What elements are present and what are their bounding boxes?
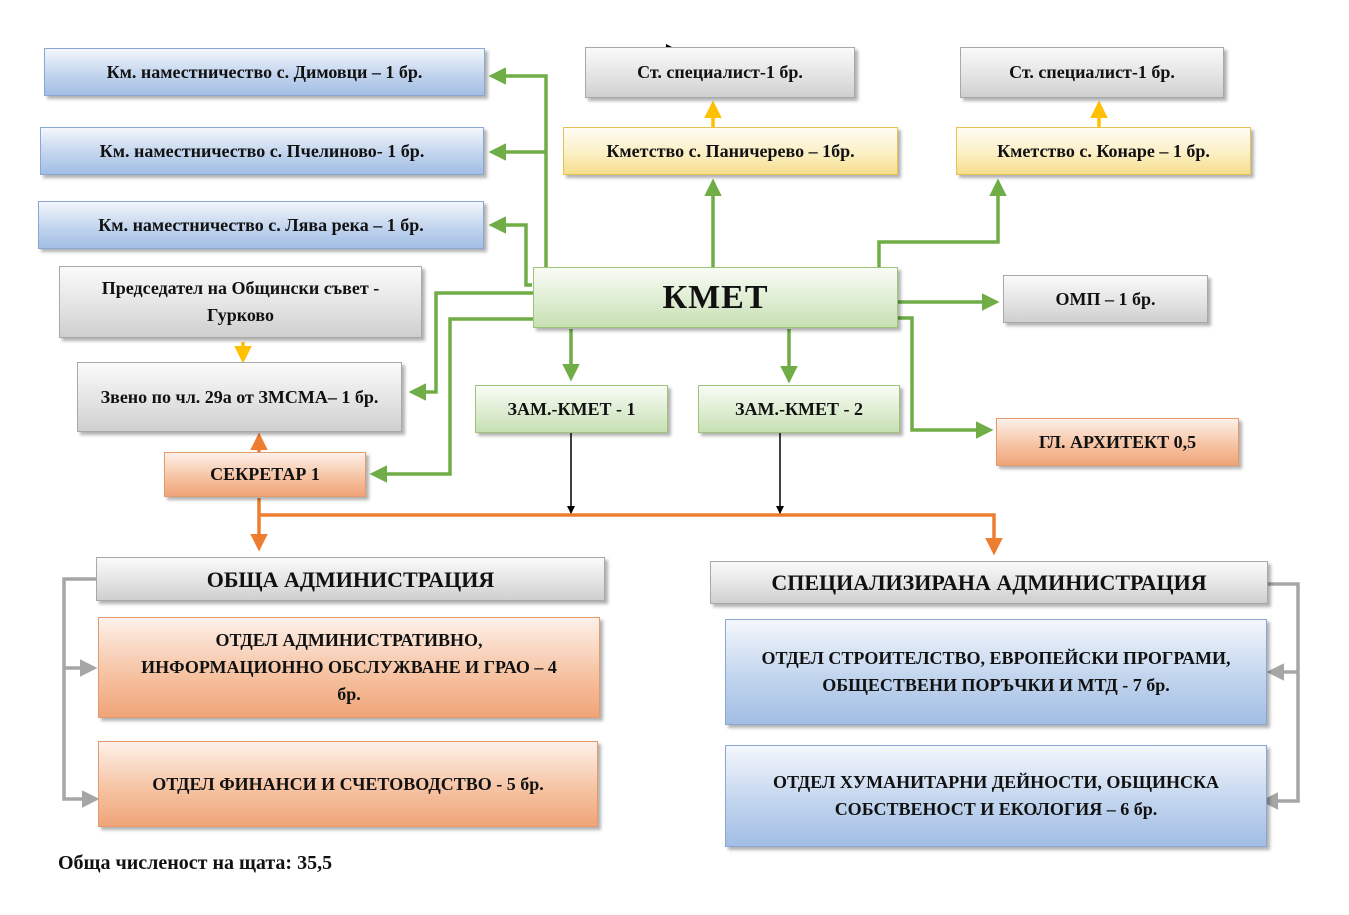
bracket-general-admin	[62, 577, 100, 808]
secretary-label: СЕКРЕТАР 1	[210, 464, 320, 484]
line-kmet-to-lyava-reka	[488, 216, 532, 287]
dept-finance: ОТДЕЛ ФИНАНСИ И СЧЕТОВОДСТВО - 5 бр.	[98, 741, 598, 827]
dept-humanitarian: ОТДЕЛ ХУМАНИТАРНИ ДЕЙНОСТИ, ОБЩИНСКА СОБ…	[725, 745, 1267, 847]
zveno-label: Звено по чл. 29а от ЗМСМА– 1 бр.	[100, 386, 379, 407]
deputy-mayor-2: ЗАМ.-КМЕТ - 2	[698, 385, 900, 433]
deputy-pchelinovo-label: Км. наместничество с. Пчелиново- 1 бр.	[99, 140, 425, 161]
architect-box: ГЛ. АРХИТЕКТ 0,5	[996, 418, 1239, 466]
chairman-box: Председател на Общински съвет - Гурково	[59, 266, 422, 338]
general-admin-title-label: ОБЩА АДМИНИСТРАЦИЯ	[206, 566, 495, 592]
dept-humanitarian-label: ОТДЕЛ ХУМАНИТАРНИ ДЕЙНОСТИ, ОБЩИНСКА СОБ…	[772, 772, 1220, 819]
total-staff: Обща численост на щата: 35,5	[58, 852, 333, 874]
chairman-label: Председател на Общински съвет - Гурково	[101, 278, 380, 325]
specialist-konare: Ст. специалист-1 бр.	[960, 47, 1224, 98]
deputy-lyava-reka: Км. наместничество с. Лява река – 1 бр.	[38, 201, 484, 249]
mayor-box: КМЕТ	[533, 267, 898, 328]
mayoralty-konare-label: Кметство с. Конаре – 1 бр.	[997, 140, 1210, 161]
omp-label: ОМП – 1 бр.	[1055, 288, 1156, 309]
bracket-specialized-admin	[1260, 582, 1300, 810]
line-kmet-to-konare	[877, 178, 1007, 267]
specialized-admin-title: СПЕЦИАЛИЗИРАНА АДМИНИСТРАЦИЯ	[710, 561, 1268, 604]
dept-administrative: ОТДЕЛ АДМИНИСТРАТИВНО, ИНФОРМАЦИОННО ОБС…	[98, 617, 600, 718]
deputy-pchelinovo: Км. наместничество с. Пчелиново- 1 бр.	[40, 127, 484, 175]
architect-label: ГЛ. АРХИТЕКТ 0,5	[1038, 431, 1197, 452]
specialized-admin-title-label: СПЕЦИАЛИЗИРАНА АДМИНИСТРАЦИЯ	[771, 570, 1207, 595]
deputy-dimovtsi-label: Км. наместничество с. Димовци – 1 бр.	[106, 61, 423, 82]
deputy-mayor-2-label: ЗАМ.-КМЕТ - 2	[734, 398, 864, 419]
line-kmet-to-architect	[898, 316, 994, 439]
line-kmet-to-secretary	[369, 317, 533, 483]
dept-construction-label: ОТДЕЛ СТРОИТЕЛСТВО, ЕВРОПЕЙСКИ ПРОГРАМИ,…	[761, 648, 1231, 695]
mayoralty-panicherevo-label: Кметство с. Паничерево – 1бр.	[606, 140, 855, 161]
line-kmet-to-zveno	[408, 291, 533, 401]
specialist-konare-label: Ст. специалист-1 бр.	[1009, 62, 1175, 82]
secretary-box: СЕКРЕТАР 1	[164, 452, 366, 497]
dept-construction: ОТДЕЛ СТРОИТЕЛСТВО, ЕВРОПЕЙСКИ ПРОГРАМИ,…	[725, 619, 1267, 725]
deputy-mayor-1-label: ЗАМ.-КМЕТ - 1	[507, 398, 636, 419]
line-kmet-to-dimovtsi	[488, 67, 548, 268]
specialist-panicherevo-label: Ст. специалист-1 бр.	[637, 62, 803, 82]
zveno-box: Звено по чл. 29а от ЗМСМА– 1 бр.	[77, 362, 402, 432]
dept-administrative-label: ОТДЕЛ АДМИНИСТРАТИВНО, ИНФОРМАЦИОННО ОБС…	[141, 630, 557, 704]
mayoralty-panicherevo: Кметство с. Паничерево – 1бр.	[563, 127, 898, 175]
deputy-dimovtsi: Км. наместничество с. Димовци – 1 бр.	[44, 48, 485, 96]
line-bus-to-specialized-admin	[259, 513, 1003, 556]
mayoralty-konare: Кметство с. Конаре – 1 бр.	[956, 127, 1251, 175]
dept-finance-label: ОТДЕЛ ФИНАНСИ И СЧЕТОВОДСТВО - 5 бр.	[152, 773, 544, 794]
deputy-mayor-1: ЗАМ.-КМЕТ - 1	[475, 385, 668, 433]
omp-box: ОМП – 1 бр.	[1003, 275, 1208, 323]
mayor-label: КМЕТ	[662, 279, 769, 316]
deputy-lyava-reka-label: Км. наместничество с. Лява река – 1 бр.	[98, 214, 424, 235]
specialist-panicherevo: Ст. специалист-1 бр.	[585, 47, 855, 98]
general-admin-title: ОБЩА АДМИНИСТРАЦИЯ	[96, 557, 605, 601]
